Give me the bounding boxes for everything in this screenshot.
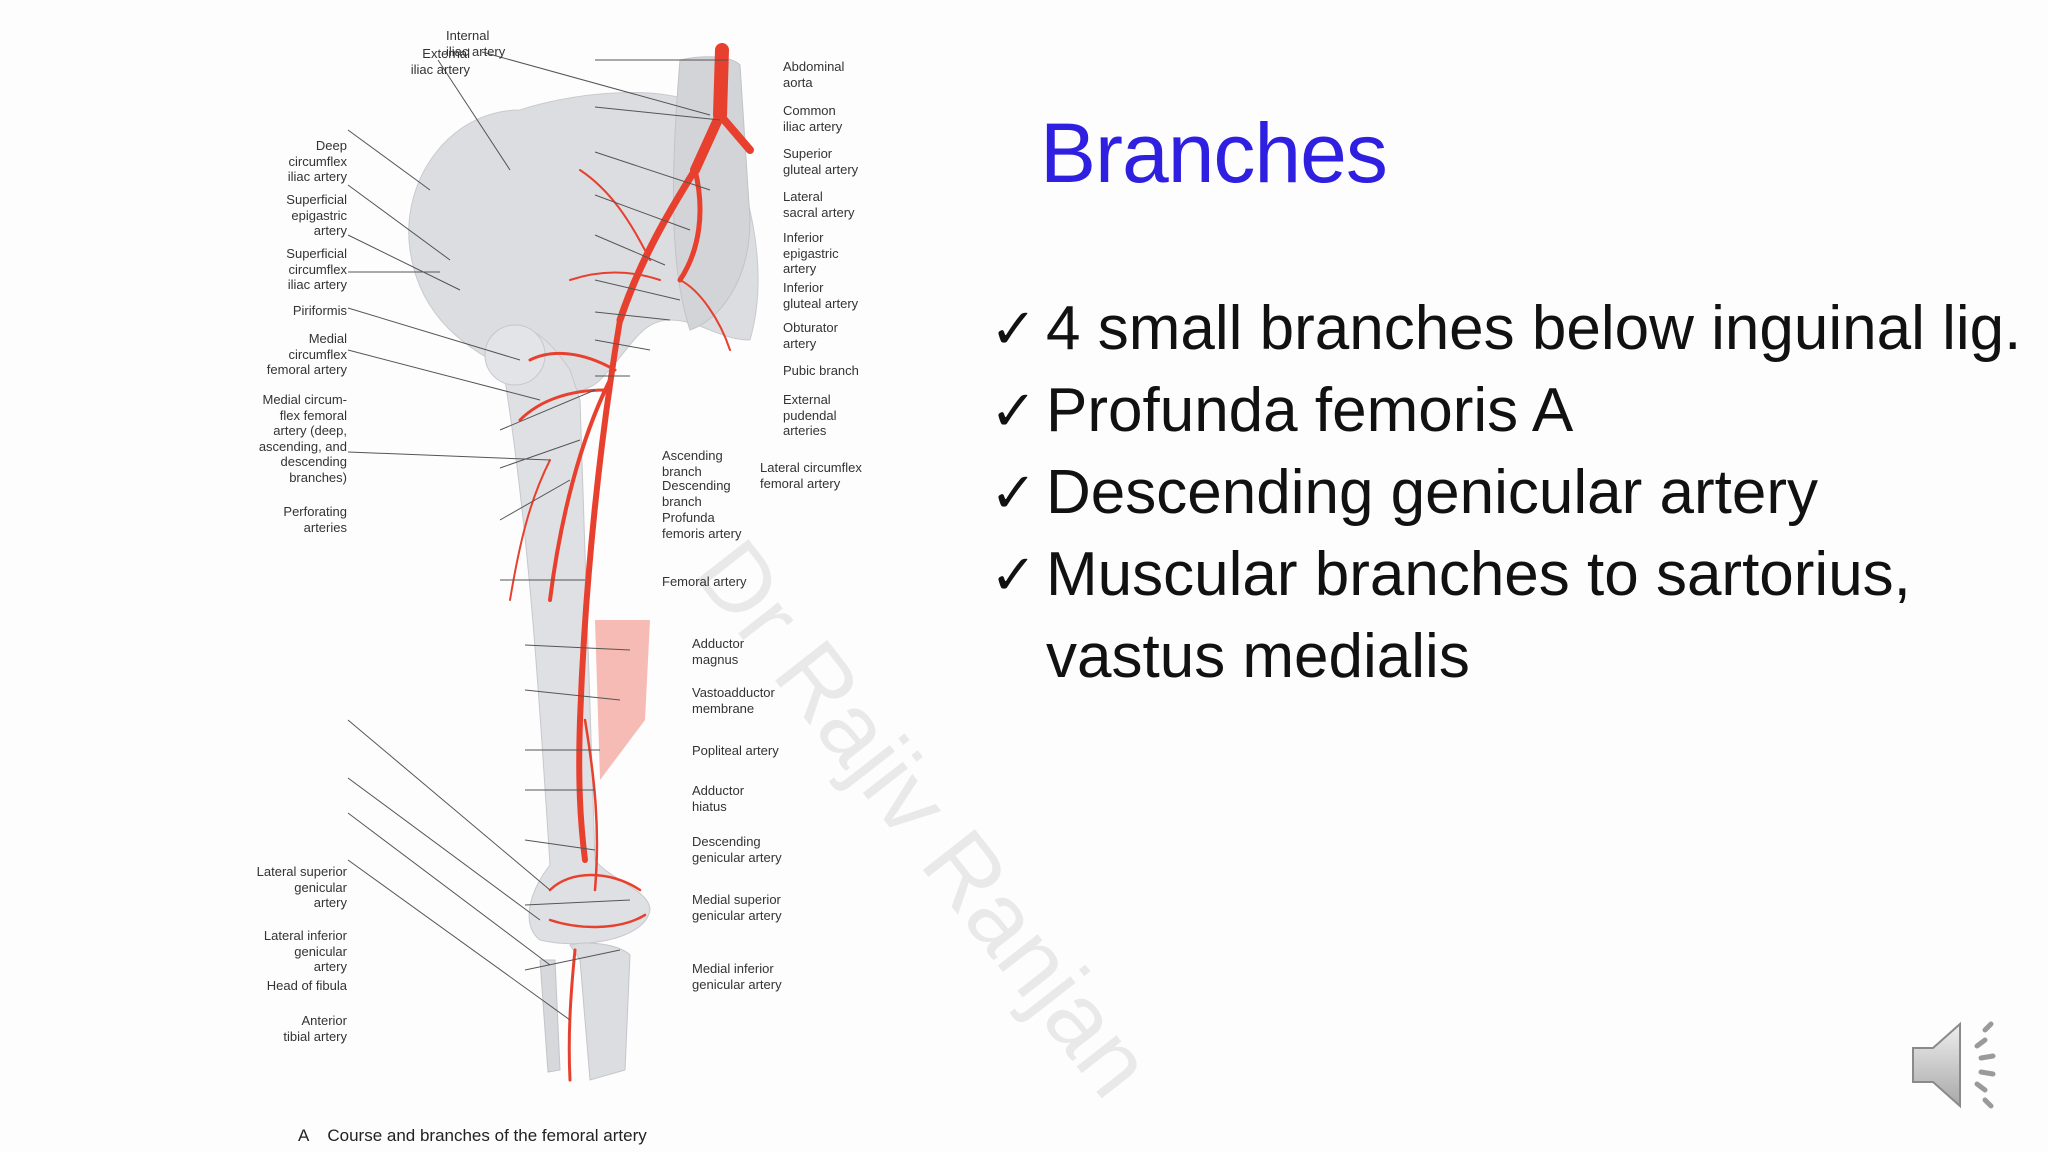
aorta-vessel bbox=[713, 43, 729, 122]
bullet-item: ✓4 small branches below inguinal lig. bbox=[990, 288, 2040, 370]
label-medial-circumflex: Medial circumflex femoral artery bbox=[266, 331, 347, 377]
common-iliac-vessel bbox=[690, 110, 725, 175]
check-mark-icon: ✓ bbox=[990, 543, 1037, 606]
label-anterior-tibial: Anterior tibial artery bbox=[283, 1013, 347, 1044]
bullet-text: Profunda femoris A bbox=[1046, 376, 1574, 445]
check-mark-icon: ✓ bbox=[990, 461, 1037, 524]
label-vastoadductor: Vastoadductor membrane bbox=[692, 685, 775, 716]
bullet-text: 4 small branches below inguinal lig. bbox=[1046, 294, 2022, 363]
label-external-pudendal: External pudendal arteries bbox=[783, 392, 837, 438]
iliac-branches bbox=[569, 169, 731, 351]
tibia-bone bbox=[569, 942, 631, 1081]
femoral-artery-figure: External iliac artery Internal iliac art… bbox=[250, 20, 890, 1152]
label-superior-gluteal: Superior gluteal artery bbox=[783, 146, 859, 177]
label-abdominal-aorta: Abdominal aorta bbox=[783, 59, 845, 90]
label-perforating: Perforating arteries bbox=[283, 504, 347, 535]
femoral-head bbox=[484, 324, 546, 386]
common-iliac-right-vessel bbox=[716, 111, 754, 154]
fibula-bone bbox=[539, 959, 561, 1073]
label-lateral-circumflex: Lateral circumflex femoral artery bbox=[760, 460, 862, 491]
femur-bone bbox=[486, 326, 651, 945]
leg-illustration bbox=[347, 43, 759, 1082]
external-iliac-vessel bbox=[616, 166, 699, 324]
check-mark-icon: ✓ bbox=[990, 297, 1037, 360]
label-medial-inferior-genicular: Medial inferior genicular artery bbox=[692, 961, 782, 992]
label-inferior-epigastric: Inferior epigastric artery bbox=[783, 230, 839, 276]
genicular-network bbox=[548, 873, 647, 929]
label-femoral: Femoral artery bbox=[662, 574, 747, 589]
label-head-of-fibula: Head of fibula bbox=[266, 978, 347, 993]
descending-genicular-vessel bbox=[583, 718, 599, 892]
label-superficial-circumflex: Superficial circumflex iliac artery bbox=[286, 246, 347, 292]
speaker-icon[interactable] bbox=[1905, 1010, 2015, 1120]
label-piriformis: Piriformis bbox=[292, 303, 347, 318]
caption-letter: A bbox=[298, 1126, 310, 1145]
label-superficial-epigastric: Superficial epigastric artery bbox=[286, 192, 347, 238]
label-medial-circumflex-deep: Medial circum- flex femoral artery (deep… bbox=[258, 392, 347, 485]
label-internal-iliac: Internal iliac artery bbox=[446, 28, 506, 59]
bullet-list: ✓4 small branches below inguinal lig. ✓P… bbox=[990, 288, 2040, 698]
label-lateral-superior-genicular: Lateral superior genicular artery bbox=[256, 864, 347, 910]
medial-circumflex-vessel bbox=[528, 351, 617, 372]
femoral-vessel bbox=[576, 317, 623, 863]
figure-caption: A Course and branches of the femoral arte… bbox=[298, 1126, 647, 1146]
label-adductor-hiatus: Adductor hiatus bbox=[692, 783, 745, 814]
check-mark-icon: ✓ bbox=[990, 379, 1037, 442]
label-obturator: Obturator artery bbox=[783, 320, 838, 351]
slide-title: Branches bbox=[1040, 106, 1388, 200]
label-external-iliac: External iliac artery bbox=[410, 46, 470, 77]
caption-text: Course and branches of the femoral arter… bbox=[327, 1126, 647, 1145]
label-pubic-branch: Pubic branch bbox=[783, 363, 859, 378]
bullet-text: Descending genicular artery bbox=[1046, 458, 1818, 527]
adductor-magnus bbox=[595, 620, 650, 780]
label-ascending-branch: Ascending branch bbox=[662, 448, 723, 479]
label-lateral-inferior-genicular: Lateral inferior genicular artery bbox=[263, 928, 347, 974]
anterior-tibial-vessel bbox=[567, 948, 577, 1082]
label-profunda: Profunda femoris artery bbox=[662, 510, 742, 541]
label-inferior-gluteal: Inferior gluteal artery bbox=[783, 280, 859, 311]
label-lateral-sacral: Lateral sacral artery bbox=[783, 189, 855, 220]
label-common-iliac: Common iliac artery bbox=[783, 103, 843, 134]
label-descending-branch: Descending branch bbox=[662, 478, 731, 509]
label-descending-genicular: Descending genicular artery bbox=[692, 834, 782, 865]
internal-iliac-vessel bbox=[677, 167, 703, 283]
label-adductor-magnus: Adductor magnus bbox=[692, 636, 745, 667]
bullet-item: ✓Descending genicular artery bbox=[990, 452, 2040, 534]
label-medial-superior-genicular: Medial superior genicular artery bbox=[692, 892, 782, 923]
bullet-text: Muscular branches to sartorius, vastus m… bbox=[1046, 540, 1911, 691]
bullet-item: ✓Profunda femoris A bbox=[990, 370, 2040, 452]
label-popliteal: Popliteal artery bbox=[692, 743, 779, 758]
profunda-vessel bbox=[548, 378, 612, 602]
label-deep-circumflex: Deep circumflex iliac artery bbox=[287, 138, 347, 184]
bullet-item: ✓Muscular branches to sartorius, vastus … bbox=[990, 534, 2040, 698]
